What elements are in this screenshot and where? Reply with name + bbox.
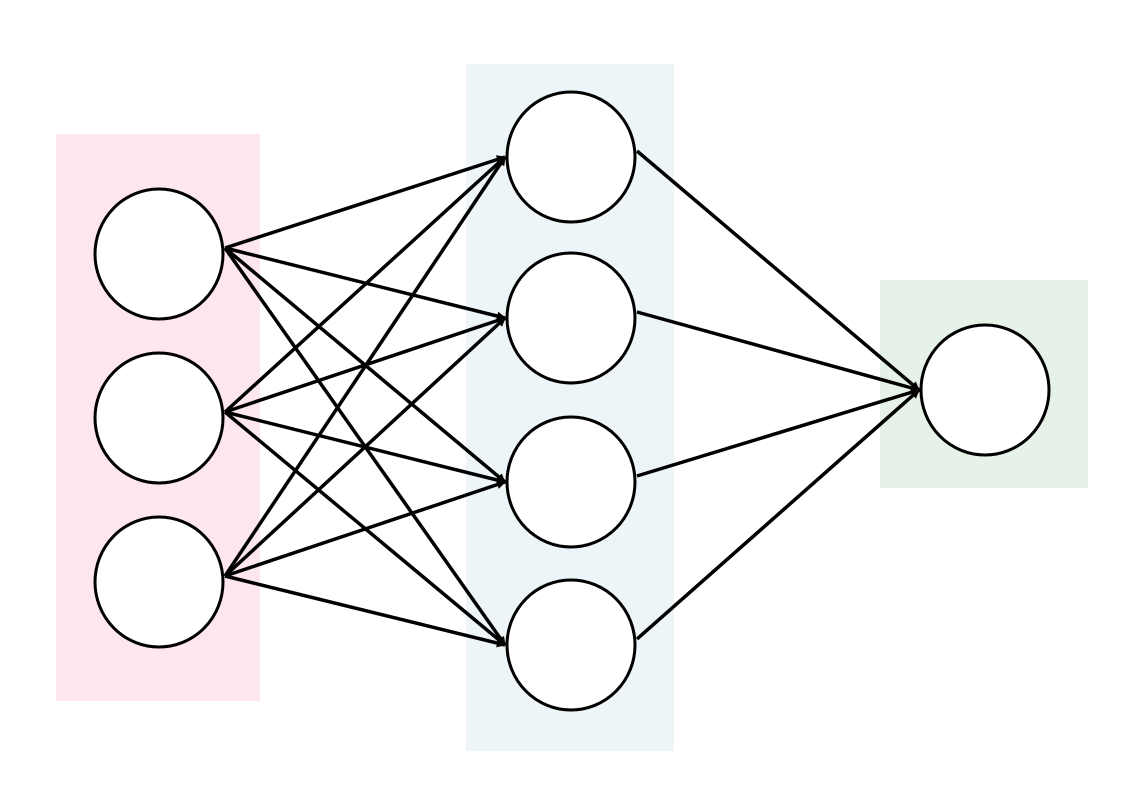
input-node-1 (93, 187, 225, 321)
hidden-node-1 (505, 90, 637, 224)
hidden-node-4 (505, 578, 637, 712)
hidden-node-3 (505, 415, 637, 549)
edge-hidden3-to-output1 (636, 388, 920, 478)
input-node-3 (93, 515, 225, 649)
edge-input2-to-hidden1 (223, 155, 507, 414)
edge-input3-to-hidden3 (224, 480, 506, 578)
edge-input3-to-hidden1 (223, 156, 507, 577)
hidden-node-2 (505, 251, 637, 385)
edge-input3-to-hidden4 (224, 574, 506, 648)
edge-input3-to-hidden2 (223, 316, 507, 578)
edge-hidden4-to-output1 (635, 388, 921, 641)
edge-hidden2-to-output1 (636, 310, 920, 393)
output-node-1 (919, 323, 1051, 457)
input-node-2 (93, 351, 225, 485)
edge-hidden1-to-output1 (635, 149, 921, 392)
edge-input1-to-hidden1 (224, 155, 506, 250)
